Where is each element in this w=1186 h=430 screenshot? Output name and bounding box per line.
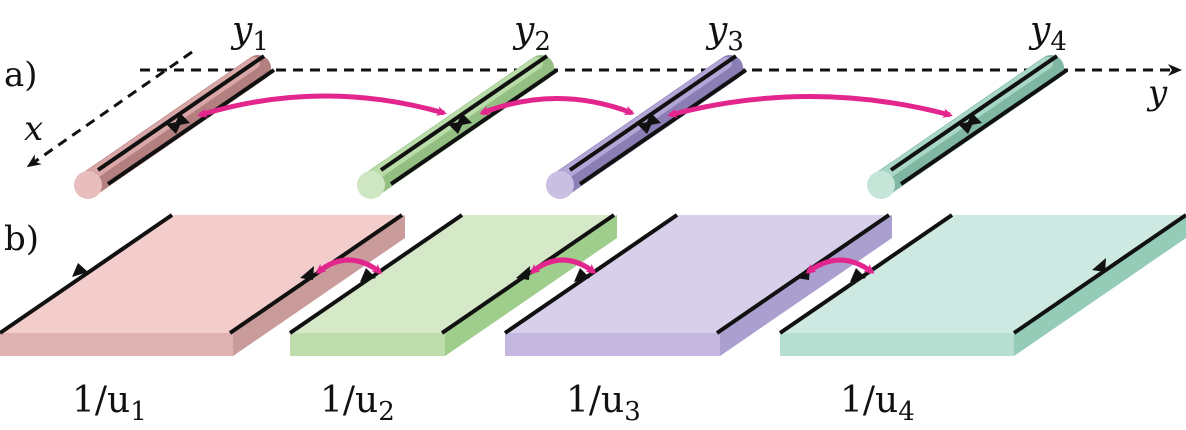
slab-2-front <box>290 333 445 356</box>
chirality-arrow <box>174 113 190 126</box>
edge-channel <box>578 68 748 186</box>
edge-channel <box>778 213 954 335</box>
slab-4-side <box>1014 215 1186 356</box>
slab-3-front <box>505 333 720 356</box>
wire-1 <box>74 54 276 199</box>
slab-3 <box>503 213 892 356</box>
edge-channel <box>96 54 266 172</box>
wire-3-label: y3 <box>705 10 744 57</box>
edge-channel <box>503 213 679 335</box>
edge-channel <box>889 54 1059 172</box>
edge-channel <box>0 213 174 335</box>
wire-1-label: y1 <box>230 10 269 57</box>
panel-a-label: a) <box>4 55 38 95</box>
chirality-arrow <box>456 113 472 126</box>
edge-channel <box>899 68 1069 186</box>
slab-4-top <box>780 215 1186 333</box>
wire-2-cap <box>357 171 385 199</box>
coupling-arrow-3-4 <box>667 94 953 119</box>
axis-x-label: x <box>24 109 43 149</box>
edge-channel <box>1012 213 1186 335</box>
edge-channel <box>228 213 404 335</box>
slab-4-label: 1/u4 <box>840 380 915 427</box>
slab-1-top <box>0 215 405 333</box>
wire-2-label: y2 <box>512 10 551 57</box>
slab-1-label: 1/u1 <box>72 380 147 427</box>
edge-channel <box>106 68 276 186</box>
coupling-arrow-1-2 <box>197 93 447 118</box>
edge-channel <box>568 54 738 172</box>
chirality-arrow <box>1092 258 1106 272</box>
slab-3-top <box>505 215 892 333</box>
slab-2-side <box>445 215 617 356</box>
slab-3-side <box>720 215 892 356</box>
chirality-arrow <box>574 268 590 282</box>
slab-2-label: 1/u2 <box>320 380 395 427</box>
chirality-arrow <box>645 113 661 126</box>
slab-1-front <box>0 333 233 356</box>
edge-channel <box>288 213 464 335</box>
wire-3-cap <box>546 171 574 199</box>
wire-4-cap <box>867 171 895 199</box>
slab-2 <box>288 213 617 356</box>
wire-1-cap <box>74 171 102 199</box>
chirality-arrow <box>516 266 530 280</box>
coupling-arrow-2-3 <box>479 96 635 116</box>
axis-y: y <box>140 64 1182 113</box>
edge-channel <box>379 54 549 172</box>
chirality-arrow <box>72 263 88 277</box>
axis-x: x <box>24 50 193 168</box>
wire-2 <box>357 54 559 199</box>
slab-4-front <box>780 333 1014 356</box>
wire-4-label: y4 <box>1028 10 1067 57</box>
coupling-arrow-slab-1-2 <box>315 257 383 275</box>
slab-4 <box>778 213 1186 356</box>
slab-1-side <box>233 215 405 356</box>
edge-channel <box>389 68 559 186</box>
panel-b-label: b) <box>4 219 39 259</box>
coupling-arrow-slab-2-3 <box>529 257 597 275</box>
slab-2-top <box>290 215 617 333</box>
slab-3-label: 1/u3 <box>566 380 641 427</box>
coupling-arrow-slab-3-4 <box>805 257 875 275</box>
axis-y-label: y <box>1146 73 1168 113</box>
wire-3 <box>546 54 748 199</box>
chirality-arrow <box>966 113 982 126</box>
chirality-arrow <box>360 268 376 282</box>
chirality-arrow <box>850 268 866 282</box>
slab-1 <box>0 213 405 356</box>
wire-4 <box>867 54 1069 199</box>
chirality-arrow <box>300 266 314 280</box>
